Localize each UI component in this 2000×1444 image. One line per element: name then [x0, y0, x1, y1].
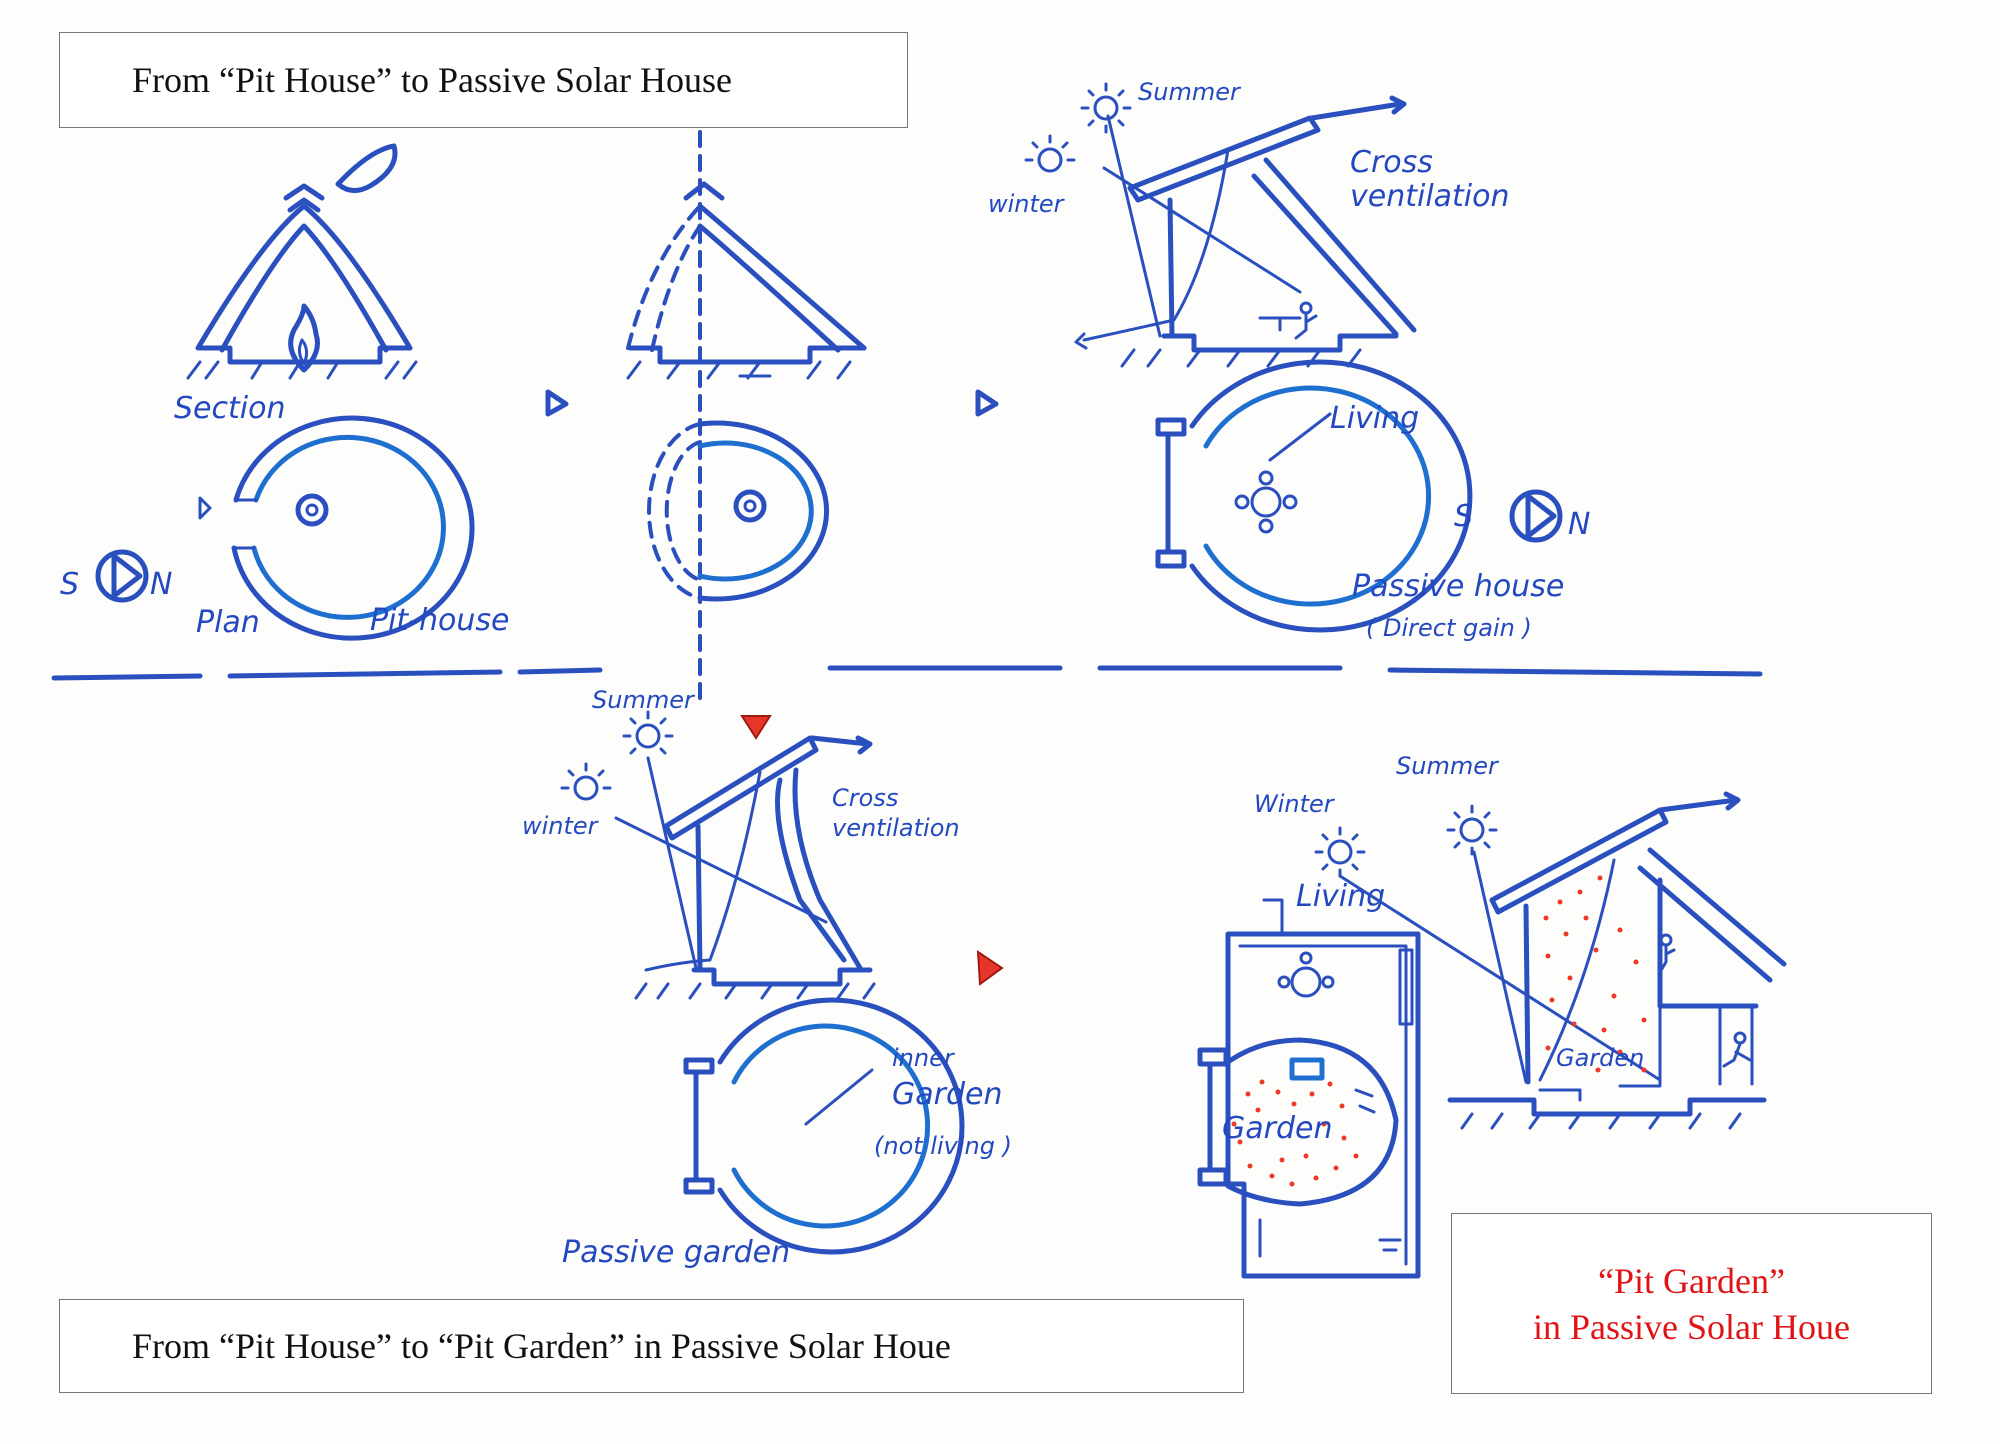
section-label: Section — [174, 391, 285, 426]
garden-plan-label: Garden — [1222, 1111, 1332, 1146]
compass-s-label: S — [60, 567, 79, 602]
passive-garden-label: Passive garden — [562, 1235, 790, 1270]
summer-label-3: Summer — [1396, 752, 1500, 780]
arrow-right-icon — [976, 950, 1004, 986]
passive-garden-plan — [683, 997, 965, 1255]
flame-icon — [288, 303, 320, 373]
inner-label: inner — [892, 1044, 956, 1072]
ventilation-label-1: ventilation — [1350, 179, 1510, 214]
pit-house-plan — [198, 415, 475, 641]
compass-n-label-2: N — [1568, 507, 1590, 542]
cross-label-2: Cross — [832, 784, 898, 812]
winter-label-1: winter — [988, 190, 1066, 218]
garden-dots-section — [1543, 875, 1647, 1073]
sun-icon — [622, 710, 674, 755]
compass-icon — [95, 549, 149, 603]
compass-icon — [1509, 489, 1563, 543]
passive-house-plan — [1155, 359, 1473, 633]
bottom-title-box: From “Pit House” to “Pit Garden” in Pass… — [59, 1299, 1244, 1393]
not-living-label: (not living ) — [874, 1132, 1012, 1160]
half-pit-house-section — [626, 130, 867, 702]
person-icon — [1722, 1031, 1752, 1068]
summer-label-2: Summer — [592, 686, 696, 714]
compass-n-label: N — [150, 567, 172, 602]
compass-s-label-2: S — [1454, 499, 1473, 534]
sun-icon — [1314, 826, 1366, 878]
top-title-box: From “Pit House” to Passive Solar House — [59, 32, 908, 128]
garden-label: Garden — [892, 1077, 1002, 1112]
sun-icon — [560, 762, 612, 801]
passive-house-label: Passive house — [1352, 569, 1564, 604]
pit-house-label: Pit-house — [370, 603, 509, 638]
direct-gain-label: ( Direct gain ) — [1366, 614, 1532, 642]
pit-garden-section — [1338, 791, 1787, 1130]
living-label-1: Living — [1330, 401, 1419, 436]
ventilation-label-2: ventilation — [832, 814, 960, 842]
person-icon — [1658, 933, 1676, 974]
pit-garden-plan — [1197, 898, 1421, 1279]
top-title: From “Pit House” to Passive Solar House — [132, 60, 732, 100]
pit-garden-title-line1: “Pit Garden” — [1598, 1260, 1785, 1301]
pit-garden-title-box: “Pit Garden” in Passive Solar Houe — [1451, 1213, 1932, 1394]
winter-label-2: winter — [522, 812, 600, 840]
garden-section-label: Garden — [1556, 1044, 1644, 1072]
passive-house-section — [1074, 95, 1417, 368]
garden-dots-plan — [1231, 1079, 1359, 1187]
divider-line — [51, 665, 1763, 681]
plan-label: Plan — [196, 605, 260, 640]
pit-garden-title-line2: in Passive Solar Houe — [1533, 1306, 1850, 1347]
summer-label-1: Summer — [1138, 78, 1242, 106]
half-pit-house-plan — [647, 420, 830, 602]
passive-garden-section — [614, 735, 876, 1000]
bottom-title: From “Pit House” to “Pit Garden” in Pass… — [132, 1326, 951, 1366]
cross-label-1: Cross — [1350, 145, 1433, 180]
winter-label-3: Winter — [1254, 790, 1336, 818]
sun-icon — [1446, 804, 1498, 856]
person-icon — [1294, 301, 1318, 340]
arrow-down-icon — [740, 715, 772, 740]
sun-icon — [1024, 134, 1076, 173]
arrow-right-icon — [975, 389, 999, 417]
arrow-right-icon — [545, 389, 569, 417]
sun-icon — [1080, 82, 1132, 134]
